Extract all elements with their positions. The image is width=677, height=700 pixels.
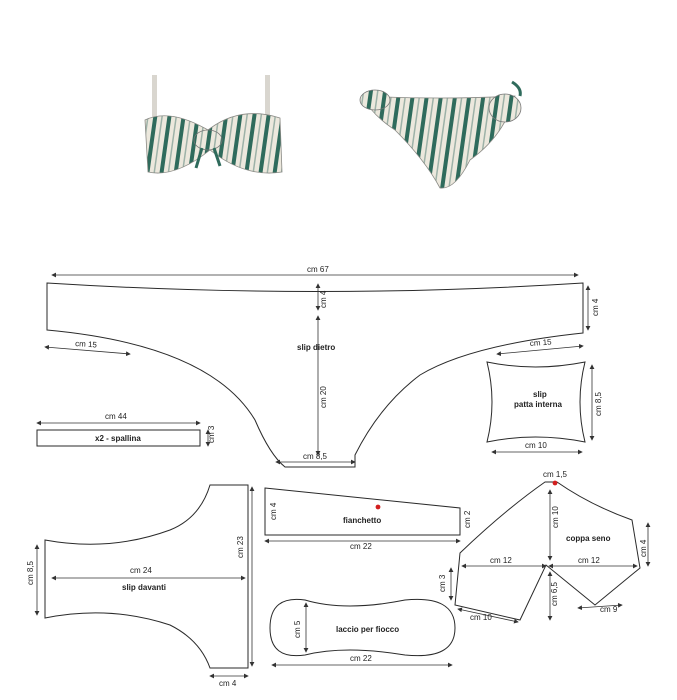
dim-22-fianchetto: cm 22: [350, 542, 372, 551]
piece-spallina: cm 44 cm 3 x2 - spallina: [36, 412, 216, 447]
dim-3-spallina: cm 3: [207, 425, 216, 443]
dim-10-coppa: cm 10: [551, 506, 560, 528]
bikini-bottom-photo: [359, 80, 522, 189]
dim-2-fianchetto: cm 2: [463, 510, 472, 528]
piece-slip-patta-interna: slip patta interna cm 10 cm 8,5: [486, 361, 603, 455]
dim-4-top: cm 4: [319, 290, 328, 308]
dim-4-coppa: cm 4: [639, 539, 648, 557]
dim-44: cm 44: [105, 412, 127, 421]
piece-slip-dietro: cm 67 cm 4 cm 4 cm 15 cm 15 slip dietro …: [44, 265, 600, 468]
label-patta-line1: slip: [533, 390, 547, 399]
dim-12-left: cm 12: [490, 556, 512, 565]
dim-10-patta: cm 10: [525, 441, 547, 450]
dim-12-right: cm 12: [578, 556, 600, 565]
label-patta-line2: patta interna: [514, 400, 563, 409]
dim-20: cm 20: [319, 386, 328, 408]
bikini-top-photo: [144, 75, 283, 174]
dim-4-fianchetto: cm 4: [269, 502, 278, 520]
label-coppa-seno: coppa seno: [566, 534, 611, 543]
dim-3-coppa: cm 3: [438, 574, 447, 592]
dim-8-5-davanti: cm 8,5: [26, 560, 35, 585]
piece-laccio: cm 5 laccio per fiocco cm 22: [269, 598, 456, 668]
dim-1-5-coppa: cm 1,5: [543, 470, 568, 479]
piece-slip-davanti: cm 8,5 cm 24 slip davanti cm 23 cm 4: [26, 484, 255, 688]
notch-marker: [375, 504, 381, 510]
dim-22-laccio: cm 22: [350, 654, 372, 663]
dim-23: cm 23: [236, 536, 245, 558]
dim-24: cm 24: [130, 566, 152, 575]
label-slip-dietro: slip dietro: [297, 343, 335, 352]
piece-fianchetto: fianchetto cm 22 cm 4 cm 2: [264, 487, 472, 551]
piece-coppa-seno: cm 1,5 cm 10 coppa seno cm 12 cm 12 cm 4…: [438, 470, 651, 624]
dim-4-right: cm 4: [591, 298, 600, 316]
dim-5-laccio: cm 5: [293, 620, 302, 638]
dim-4-davanti: cm 4: [219, 679, 237, 688]
dim-8-5-bottom: cm 8,5: [303, 452, 328, 461]
dim-6-5-coppa: cm 6,5: [550, 581, 559, 606]
dim-9-coppa: cm 9: [600, 605, 618, 614]
label-fianchetto: fianchetto: [343, 516, 381, 525]
dim-10-coppa-bottom: cm 10: [470, 613, 492, 622]
dim-8-5-patta: cm 8,5: [594, 391, 603, 416]
dim-15-right: cm 15: [530, 337, 553, 348]
label-slip-davanti: slip davanti: [122, 583, 166, 592]
label-spallina: x2 - spallina: [95, 434, 141, 443]
label-laccio: laccio per fiocco: [336, 625, 399, 634]
dim-67: cm 67: [307, 265, 329, 274]
dim-15-left: cm 15: [75, 339, 98, 350]
notch-marker: [552, 480, 558, 486]
